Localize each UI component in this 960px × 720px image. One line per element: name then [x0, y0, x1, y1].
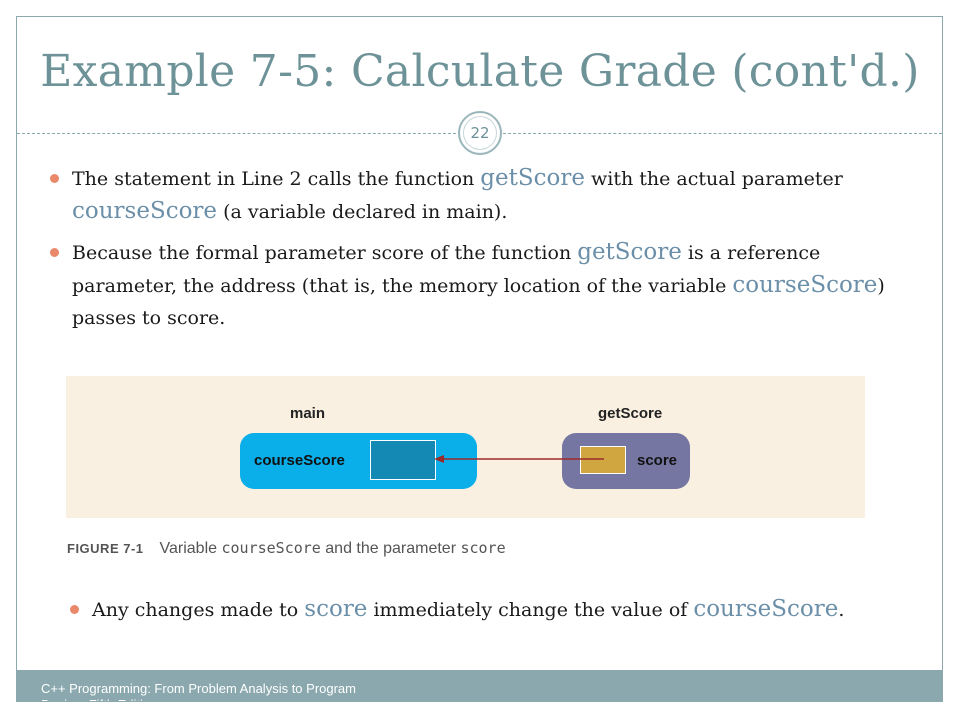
figure-label-main: main [290, 405, 326, 422]
bullet-text: Because the formal parameter score of th… [72, 242, 578, 264]
bullet-text: with the actual parameter [584, 168, 843, 190]
bullet-text: (a variable declared in main). [217, 201, 508, 223]
figure-label-getscore: getScore [598, 405, 663, 422]
code-term: getScore [577, 239, 682, 265]
bullet-item-2: Because the formal parameter score of th… [48, 236, 928, 334]
footer-text: C++ Programming: From Problem Analysis t… [41, 681, 356, 701]
footer-bar: C++ Programming: From Problem Analysis t… [17, 670, 942, 701]
caption-code: score [460, 539, 506, 557]
var-coursescore-label: courseScore [254, 452, 345, 469]
figure-caption: FIGURE 7-1 Variable courseScore and the p… [67, 539, 506, 558]
code-term: courseScore [72, 198, 218, 224]
bullet-text: Any changes made to [92, 599, 305, 621]
code-term: score [304, 596, 368, 622]
code-term: courseScore [732, 272, 878, 298]
score-reference-cell [580, 446, 626, 474]
arrow-head [434, 455, 444, 463]
slide-frame [16, 16, 943, 702]
reference-arrow [434, 455, 604, 463]
bullet-text: . [838, 599, 845, 621]
slide-title: Example 7-5: Calculate Grade (cont'd.) [40, 46, 920, 97]
main-function-box [240, 433, 477, 489]
bullet-text: ) passes to score. [72, 275, 885, 329]
caption-code: courseScore [221, 539, 321, 557]
var-score-label: score [637, 452, 678, 469]
code-term: getScore [480, 165, 585, 191]
caption-text: and the parameter [320, 540, 461, 557]
code-term: courseScore [693, 596, 839, 622]
slide-number: 22 [470, 124, 490, 142]
bullet-text: is a reference parameter, the address (t… [72, 242, 821, 297]
slide-number-badge: 22 [458, 111, 502, 155]
bullet-text: immediately change the value of [367, 599, 694, 621]
coursescore-memory-cell [370, 440, 436, 480]
caption-number: FIGURE 7-1 [67, 541, 144, 556]
caption-text: Variable [159, 540, 222, 557]
bullet-list: The statement in Line 2 calls the functi… [48, 162, 928, 342]
bullet-item-1: The statement in Line 2 calls the functi… [48, 162, 928, 228]
bullet-item-3: Any changes made to score immediately ch… [68, 593, 960, 626]
bullet-text: The statement in Line 2 calls the functi… [72, 168, 481, 190]
